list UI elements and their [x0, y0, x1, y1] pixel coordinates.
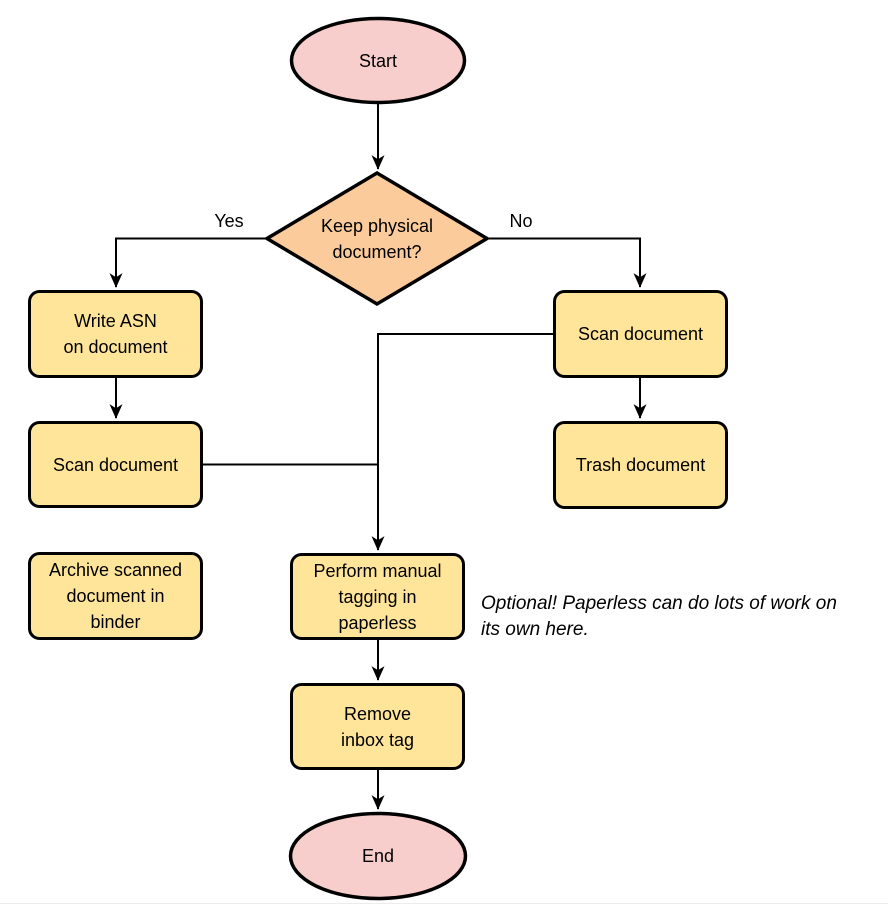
yes-edge-label: Yes	[214, 211, 244, 231]
edge-scan-right-to-tagging	[371, 333, 553, 551]
end-node-shape	[288, 811, 468, 901]
page-bottom-divider	[0, 903, 888, 904]
start-node-shape	[289, 16, 467, 105]
archive-node-shape	[28, 552, 203, 640]
edge-decision-no-to-scan-right	[489, 237, 647, 288]
trash-node-shape	[553, 421, 728, 509]
scan-left-node-shape	[28, 421, 203, 508]
scan-right-node-shape	[553, 290, 728, 378]
edge-decision-yes-to-write-asn	[109, 237, 265, 288]
write-asn-node-shape	[28, 290, 203, 378]
remove-inbox-node-shape	[290, 683, 465, 770]
no-edge-label: No	[509, 211, 533, 231]
optional-note: Optional! Paperless can do lots of work …	[481, 593, 837, 640]
tagging-node-shape	[290, 553, 465, 640]
decision-node-shape	[263, 170, 491, 307]
